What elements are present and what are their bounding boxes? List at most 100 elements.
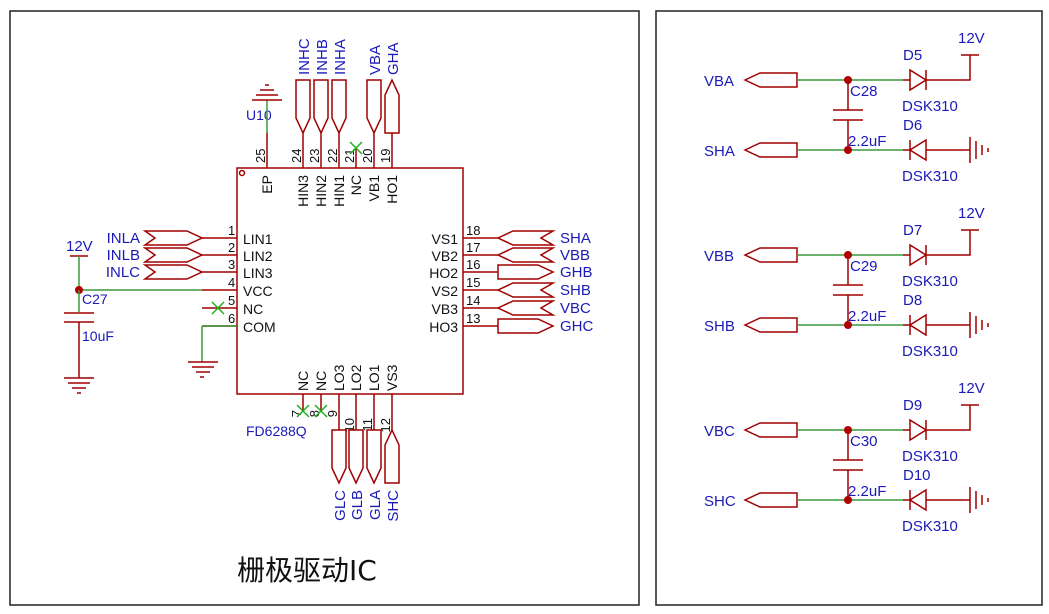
svg-text:VBA: VBA — [367, 45, 384, 75]
svg-text:17: 17 — [466, 240, 480, 255]
bootstrap-phase-c[interactable] — [743, 404, 989, 513]
bootstrap-a-labels: VBA SHA 12V D5 DSK310 D6 DSK310 C28 2.2u… — [704, 30, 985, 185]
right-ports — [496, 230, 556, 334]
svg-text:15: 15 — [466, 275, 480, 290]
svg-text:12V: 12V — [958, 380, 985, 397]
svg-text:5: 5 — [228, 293, 235, 308]
svg-text:6: 6 — [228, 311, 235, 326]
svg-text:LO2: LO2 — [348, 364, 364, 391]
svg-text:VBB: VBB — [704, 248, 734, 265]
svg-text:4: 4 — [228, 275, 235, 290]
left-port-labels: INLA INLB INLC — [106, 230, 140, 281]
svg-text:HO2: HO2 — [429, 265, 458, 281]
svg-text:NC: NC — [348, 175, 364, 195]
svg-text:VBC: VBC — [560, 300, 591, 317]
left-pin-names: LIN1 LIN2 LIN3 VCC NC COM — [243, 231, 276, 335]
svg-text:21: 21 — [342, 149, 357, 163]
svg-text:LIN1: LIN1 — [243, 231, 273, 247]
svg-text:INHB: INHB — [314, 39, 331, 75]
svg-text:VS1: VS1 — [432, 231, 459, 247]
svg-text:D9: D9 — [903, 397, 922, 414]
svg-text:D7: D7 — [903, 222, 922, 239]
svg-text:DSK310: DSK310 — [902, 518, 958, 535]
top-pin-names: EP HIN3 HIN2 HIN1 NC VB1 HO1 — [259, 175, 400, 207]
left-ports — [142, 230, 204, 280]
com-ground-symbol — [188, 325, 237, 378]
ic-ref: U10 — [246, 107, 272, 123]
svg-text:12V: 12V — [958, 205, 985, 222]
svg-text:10: 10 — [342, 418, 357, 432]
svg-text:7: 7 — [289, 410, 304, 417]
svg-text:GHB: GHB — [560, 264, 593, 281]
svg-text:16: 16 — [466, 257, 480, 272]
svg-text:DSK310: DSK310 — [902, 273, 958, 290]
svg-text:VBC: VBC — [704, 423, 735, 440]
svg-text:SHA: SHA — [704, 143, 735, 160]
svg-text:GLC: GLC — [332, 490, 349, 521]
bootstrap-phase-a[interactable] — [743, 54, 989, 163]
svg-text:LO1: LO1 — [366, 364, 382, 391]
right-pin-numbers: 18 17 16 15 14 13 — [466, 223, 480, 326]
top-pin-stubs — [266, 133, 393, 168]
svg-text:VB3: VB3 — [432, 301, 459, 317]
bottom-pin-names: NC NC LO3 LO2 LO1 VS3 — [295, 364, 400, 391]
svg-text:DSK310: DSK310 — [902, 343, 958, 360]
svg-text:INHC: INHC — [296, 38, 313, 75]
svg-text:INLB: INLB — [107, 247, 140, 264]
svg-text:9: 9 — [325, 410, 340, 417]
svg-text:C28: C28 — [850, 83, 878, 100]
svg-text:NC: NC — [243, 301, 263, 317]
svg-text:2.2uF: 2.2uF — [848, 483, 886, 500]
bootstrap-phase-b[interactable] — [743, 229, 989, 338]
svg-text:NC: NC — [313, 371, 329, 391]
svg-text:GLA: GLA — [367, 490, 384, 520]
vcc-supply — [70, 255, 202, 312]
svg-text:8: 8 — [307, 410, 322, 417]
svg-text:12: 12 — [378, 418, 393, 432]
svg-text:LIN2: LIN2 — [243, 248, 273, 264]
svg-text:2: 2 — [228, 240, 235, 255]
svg-text:23: 23 — [307, 149, 322, 163]
svg-text:D6: D6 — [903, 117, 922, 134]
svg-text:SHC: SHC — [385, 490, 402, 522]
svg-text:VCC: VCC — [243, 283, 273, 299]
svg-text:20: 20 — [360, 149, 375, 163]
svg-text:INHA: INHA — [332, 39, 349, 75]
top-ports — [295, 78, 400, 135]
svg-text:11: 11 — [360, 418, 375, 432]
svg-text:INLC: INLC — [106, 264, 140, 281]
svg-text:VBB: VBB — [560, 247, 590, 264]
svg-text:VS3: VS3 — [384, 364, 400, 391]
svg-text:HIN3: HIN3 — [295, 175, 311, 207]
svg-text:VB1: VB1 — [366, 175, 382, 202]
svg-text:24: 24 — [289, 149, 304, 163]
c27-value: 10uF — [82, 328, 114, 344]
svg-text:DSK310: DSK310 — [902, 448, 958, 465]
svg-text:VS2: VS2 — [432, 283, 459, 299]
ep-ground-symbol — [252, 84, 282, 133]
svg-text:14: 14 — [466, 293, 480, 308]
svg-text:D5: D5 — [903, 47, 922, 64]
bootstrap-frame — [655, 10, 1043, 606]
c27-capacitor[interactable] — [64, 312, 94, 394]
svg-text:SHB: SHB — [704, 318, 735, 335]
bootstrap-b-labels: VBB SHB 12V D7 DSK310 D8 DSK310 C29 2.2u… — [704, 205, 985, 360]
svg-text:HO1: HO1 — [384, 175, 400, 204]
svg-text:HIN1: HIN1 — [331, 175, 347, 207]
gate-driver-frame — [9, 10, 640, 606]
right-pin-names: VS1 VB2 HO2 VS2 VB3 HO3 — [429, 231, 458, 335]
svg-text:GLB: GLB — [349, 490, 366, 520]
bottom-ports — [331, 428, 400, 485]
svg-text:LO3: LO3 — [331, 364, 347, 391]
pin1-marker — [238, 169, 246, 177]
svg-text:NC: NC — [295, 371, 311, 391]
svg-text:DSK310: DSK310 — [902, 98, 958, 115]
ic-fd6288q[interactable] — [236, 167, 464, 395]
svg-text:18: 18 — [466, 223, 480, 238]
svg-text:GHA: GHA — [385, 42, 402, 75]
svg-text:SHC: SHC — [704, 493, 736, 510]
svg-text:LIN3: LIN3 — [243, 265, 273, 281]
svg-text:12V: 12V — [958, 30, 985, 47]
bottom-port-labels: GLC GLB GLA SHC — [332, 490, 402, 522]
